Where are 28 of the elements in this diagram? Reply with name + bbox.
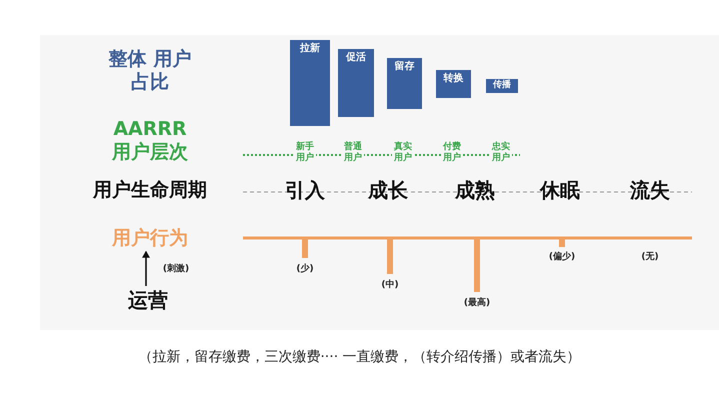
bar: 留存 [387, 58, 422, 109]
tier-label: 普通用户 [342, 142, 364, 164]
arrow [142, 250, 150, 286]
level-label: (最高) [462, 298, 492, 309]
level-label: (少) [295, 264, 315, 275]
row-heading: 用户生命周期 [92, 179, 208, 202]
level-label: (中) [380, 280, 400, 291]
stage-label: 休眠 [538, 178, 581, 202]
tier-label: 付费用户 [441, 142, 463, 164]
stage-label: 成长 [366, 178, 409, 202]
bar: 拉新 [290, 40, 330, 126]
stage-label: 成熟 [454, 178, 496, 202]
row-heading: 用户行为 [100, 227, 200, 250]
tier-label: 忠实用户 [490, 142, 512, 164]
stage-label: 流失 [628, 178, 671, 202]
row-heading: 整体 用户占比 [108, 48, 192, 94]
row-heading: 运营 [110, 288, 186, 312]
tier-label: 真实用户 [392, 142, 414, 164]
bar: 促活 [338, 49, 374, 117]
tier-label: 新手用户 [294, 142, 316, 164]
stage-label: 引入 [284, 178, 326, 202]
row-heading: AARRR 用户层次 [110, 118, 189, 164]
level-label: (无) [640, 252, 660, 263]
bar: 转换 [436, 70, 471, 98]
edge-label: (刺激) [162, 264, 190, 275]
level-label: (偏少) [548, 252, 576, 263]
caption: （拉新，留存缴费，三次缴费···· 一直缴费，（转介绍传播）或者流失） [137, 348, 582, 366]
bar: 传播 [486, 79, 518, 93]
